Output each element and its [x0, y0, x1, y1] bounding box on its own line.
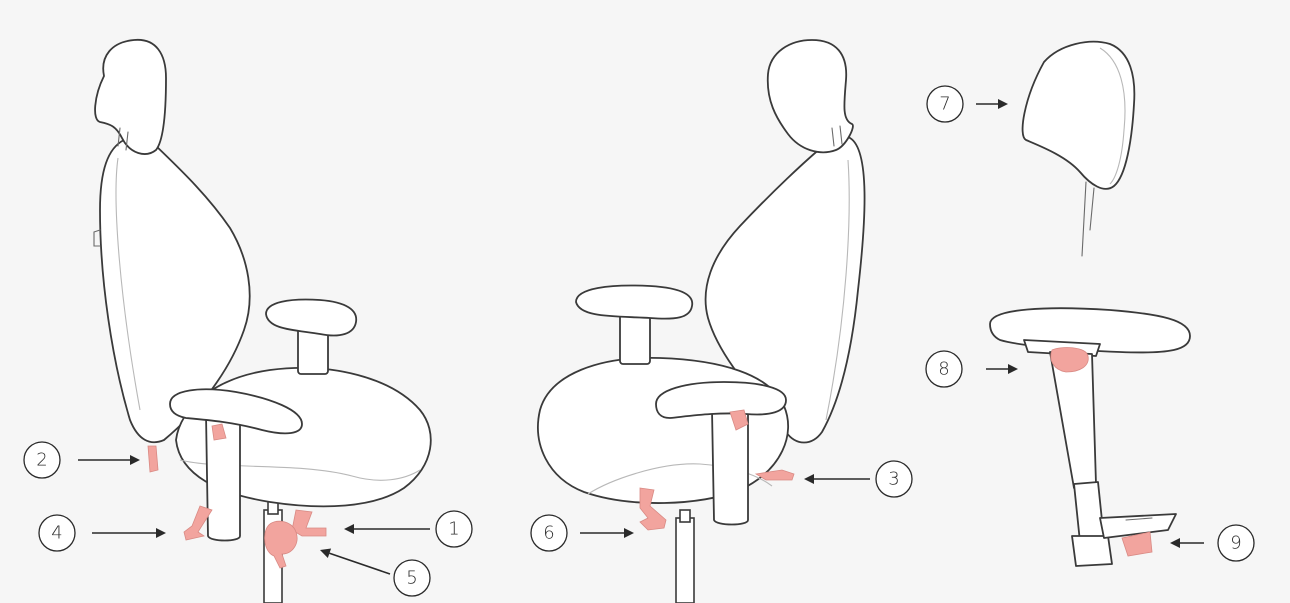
- callout-number: 3: [888, 469, 899, 490]
- callout-arrow-head: [130, 455, 140, 465]
- callout-3: 3: [804, 461, 912, 497]
- left-chair-headrest: [95, 40, 166, 154]
- callout-6: 6: [531, 515, 634, 551]
- callout-number: 7: [939, 94, 950, 115]
- callout-number: 2: [36, 450, 47, 471]
- right-chair-rear-armrest-post: [620, 312, 650, 364]
- right-chair-seat: [538, 358, 788, 503]
- right-chair-front-armrest-post: [712, 410, 748, 525]
- detail-armrest-post-lower: [1074, 482, 1104, 542]
- right-chair-pole-top: [680, 510, 690, 522]
- seat-height-lever: [292, 510, 326, 536]
- callout-arrow-head: [156, 528, 166, 538]
- callout-7: 7: [927, 86, 1008, 122]
- backrest-height-lever: [148, 446, 158, 472]
- callout-arrow-head: [804, 474, 814, 484]
- callout-arrow-head: [624, 528, 634, 538]
- callout-4: 4: [39, 515, 166, 551]
- armrest-height-button: [1051, 348, 1088, 372]
- callout-number: 4: [51, 523, 62, 544]
- right-chair-rear-armrest-pad: [576, 286, 692, 319]
- detail-headrest: [1023, 42, 1135, 189]
- callout-5: 5: [320, 549, 430, 596]
- right-chair-pole: [676, 518, 694, 603]
- callout-arrow-head: [1008, 364, 1018, 374]
- detail-armrest-post-upper: [1050, 352, 1096, 488]
- detail-headrest-posts: [1082, 182, 1094, 256]
- left-chair-rear-armrest-pad: [266, 300, 356, 336]
- callout-arrow-head: [1170, 538, 1180, 548]
- callout-number: 6: [543, 523, 554, 544]
- callout-2: 2: [24, 442, 140, 478]
- right-chair-front-armrest-pad: [656, 382, 786, 418]
- left-chair: [94, 40, 431, 603]
- armrest-detail: [990, 308, 1190, 566]
- callout-number: 9: [1230, 533, 1241, 554]
- right-chair-headrest: [768, 40, 853, 152]
- callout-number: 1: [448, 519, 459, 540]
- callout-1: 1: [344, 511, 472, 547]
- callout-number: 5: [406, 568, 417, 589]
- left-chair-backrest-knob: [94, 230, 100, 246]
- right-chair: [538, 40, 865, 603]
- headrest-detail: [1023, 42, 1135, 256]
- callout-arrow-line: [329, 553, 390, 574]
- callout-9: 9: [1170, 525, 1254, 561]
- detail-armrest-base: [1072, 536, 1112, 566]
- callout-number: 8: [938, 359, 949, 380]
- callout-arrow-head: [998, 99, 1008, 109]
- callout-8: 8: [926, 351, 1018, 387]
- callout-arrow-head: [344, 524, 354, 534]
- callout-arrow-head: [320, 549, 331, 558]
